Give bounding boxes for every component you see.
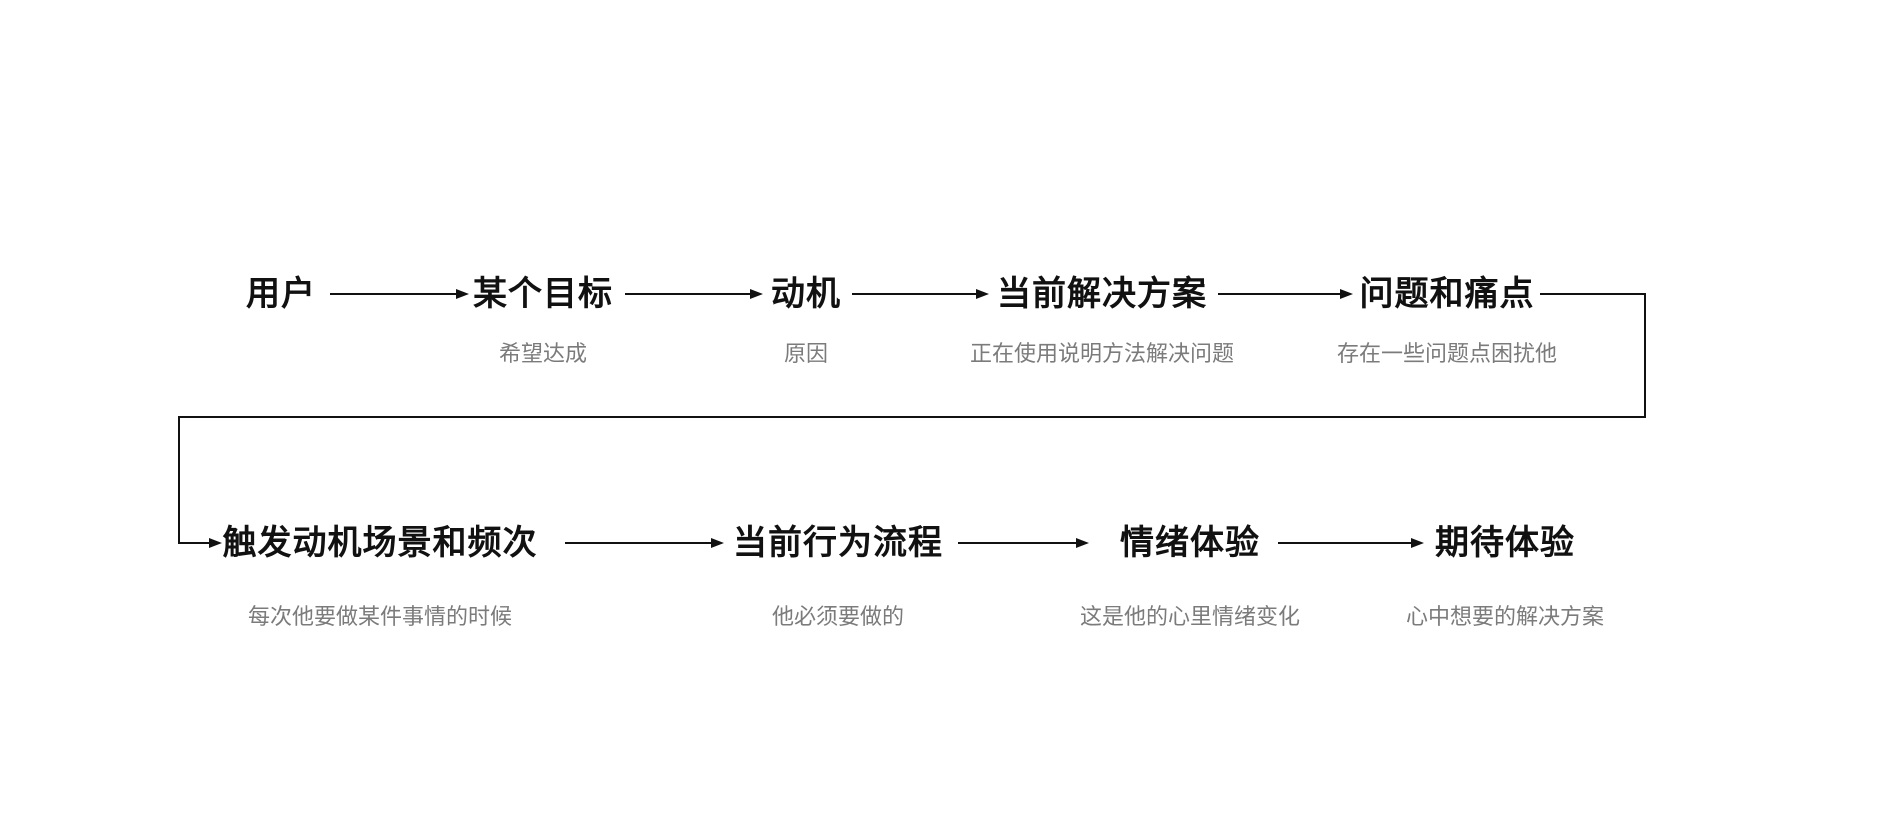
node-goal: 某个目标 xyxy=(473,274,613,314)
node-user: 用户 xyxy=(246,274,316,314)
arrow-emotion-to-expectation xyxy=(1278,538,1424,548)
sublabel-expected-experience: 心中想要的解决方案 xyxy=(1405,605,1605,630)
connector-segment-left-vertical xyxy=(178,416,180,544)
node-trigger-scene-frequency: 触发动机场景和频次 xyxy=(222,523,538,563)
connector-segment-right-horizontal xyxy=(1540,293,1646,295)
arrow-motivation-to-solution xyxy=(852,289,989,299)
sublabel-trigger-scene-frequency: 每次他要做某件事情的时候 xyxy=(247,605,513,630)
sublabel-current-behavior-flow: 他必须要做的 xyxy=(771,605,905,630)
connector-segment-right-vertical xyxy=(1644,293,1646,418)
arrow-user-to-goal xyxy=(330,289,469,299)
node-emotional-experience: 情绪体验 xyxy=(1120,523,1260,563)
sublabel-problems-painpoints: 存在一些问题点困扰他 xyxy=(1336,342,1558,367)
node-problems-painpoints: 问题和痛点 xyxy=(1359,274,1535,314)
connector-segment-long-horizontal xyxy=(178,416,1646,418)
sublabel-emotional-experience: 这是他的心里情绪变化 xyxy=(1079,605,1301,630)
arrow-goal-to-motivation xyxy=(625,289,763,299)
node-motivation: 动机 xyxy=(771,274,841,314)
node-current-behavior-flow: 当前行为流程 xyxy=(733,523,943,563)
arrow-behavior-to-emotion xyxy=(958,538,1089,548)
sublabel-goal: 希望达成 xyxy=(498,342,588,367)
node-expected-experience: 期待体验 xyxy=(1435,523,1575,563)
connector-arrow-into-row2 xyxy=(178,538,222,548)
sublabel-current-solution: 正在使用说明方法解决问题 xyxy=(969,342,1235,367)
sublabel-motivation: 原因 xyxy=(783,342,829,367)
arrow-solution-to-painpoints xyxy=(1218,289,1353,299)
node-current-solution: 当前解决方案 xyxy=(997,274,1207,314)
arrow-trigger-to-behavior xyxy=(565,538,724,548)
